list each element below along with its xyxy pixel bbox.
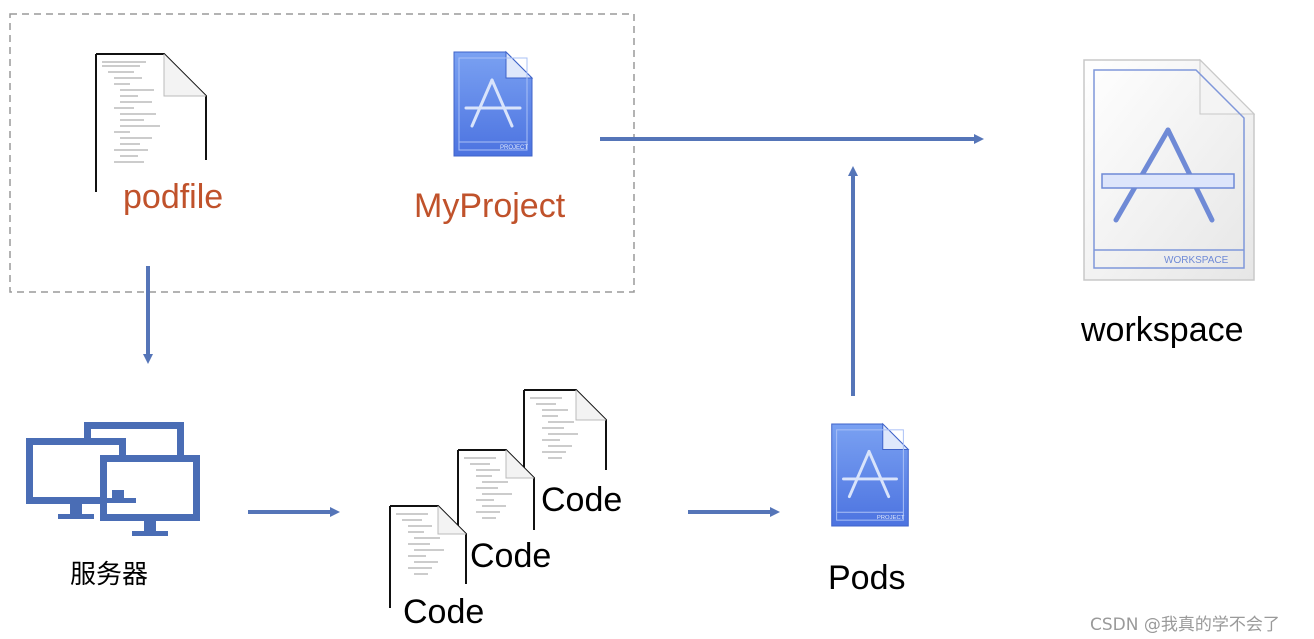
podfile-document-icon xyxy=(94,52,208,199)
code-document-icon-3 xyxy=(522,388,608,477)
local-project-group-box xyxy=(9,13,635,293)
code-label-2: Code xyxy=(470,537,552,575)
code-document-icon-1 xyxy=(388,504,468,615)
code-label-1: Code xyxy=(403,593,485,631)
workspace-label: workspace xyxy=(1081,311,1244,349)
xcode-workspace-icon: WORKSPACE xyxy=(1083,58,1256,281)
pods-xcode-project-icon: PROJECT xyxy=(828,422,912,533)
podfile-label: podfile xyxy=(123,178,224,216)
text-document-icon xyxy=(95,53,207,192)
server-computers-icon xyxy=(26,422,200,536)
watermark: CSDN @我真的学不会了 xyxy=(1090,615,1280,635)
server-label: 服务器 xyxy=(70,560,149,590)
code-label-3: Code xyxy=(541,481,623,519)
text-document-icon xyxy=(457,449,535,530)
text-document-icon xyxy=(523,389,607,470)
code-document-icon-2 xyxy=(456,448,536,537)
xcode-project-icon: PROJECT xyxy=(453,50,534,157)
xcode-project-icon: PROJECT xyxy=(831,422,910,527)
myproject-label: MyProject xyxy=(414,187,566,225)
pods-label: Pods xyxy=(828,559,906,597)
workspace-icon: WORKSPACE xyxy=(1082,58,1256,287)
text-document-icon xyxy=(389,505,467,608)
project-badge-text: PROJECT xyxy=(877,515,905,521)
project-badge-text: PROJECT xyxy=(500,145,528,151)
workspace-badge-text: WORKSPACE xyxy=(1164,255,1229,266)
myproject-xcode-project-icon: PROJECT xyxy=(452,50,534,163)
